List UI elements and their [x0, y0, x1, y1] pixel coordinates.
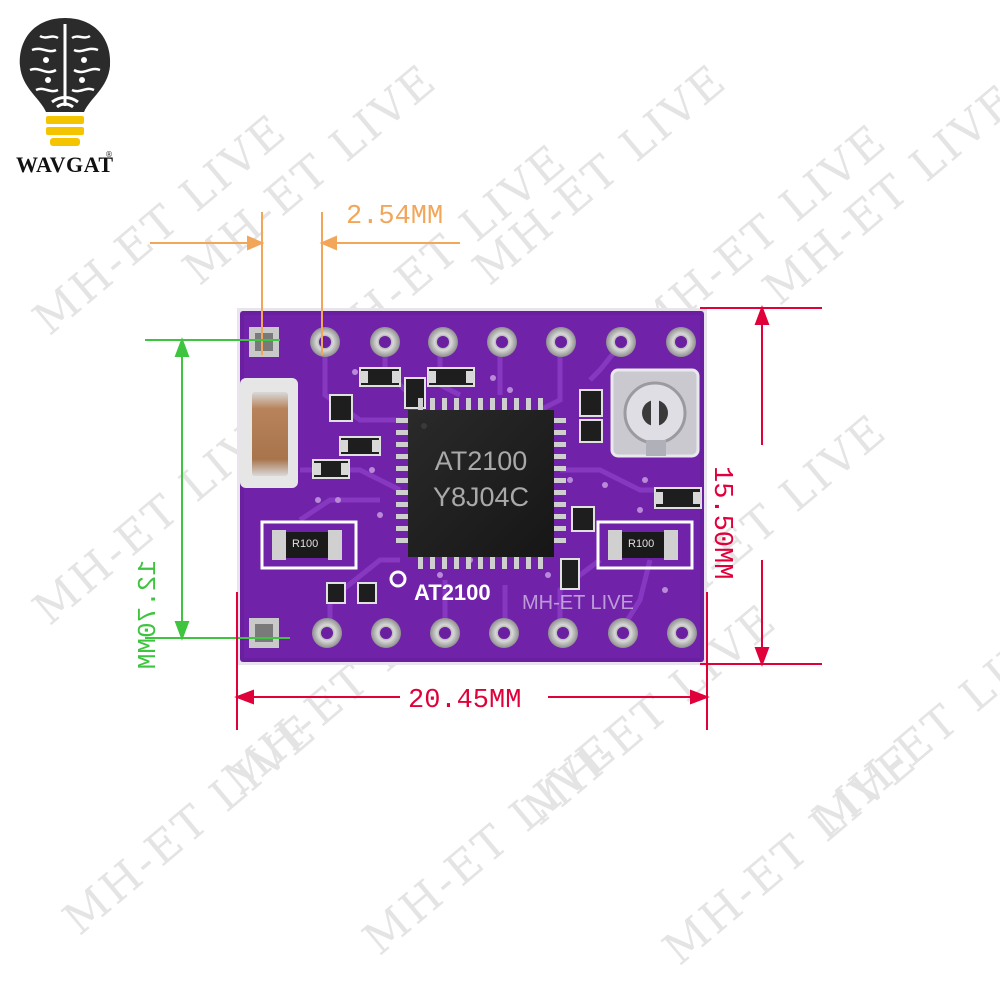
row-spacing-dimension: [145, 337, 290, 641]
registered-mark: ®: [105, 150, 113, 159]
bulb-brain-icon: [19, 18, 111, 146]
sense-resistor-right: [596, 520, 694, 570]
wavgat-logo: [10, 10, 120, 190]
board-silk-label: AT2100: [414, 580, 491, 605]
top-header-pins: [249, 327, 696, 357]
driver-ic: [408, 410, 554, 557]
smd-components: [312, 367, 702, 604]
resistor-label-left: R100: [292, 538, 319, 550]
board-width-label: 20.45MM: [408, 686, 522, 716]
bottom-header-pins: [249, 618, 697, 648]
potentiometer: [610, 368, 700, 458]
ic-marking-line2: Y8J04C: [432, 482, 530, 512]
left-capacitor: [240, 378, 298, 488]
row-spacing-label: 12.70MM: [133, 560, 163, 670]
pin-pitch-label: 2.54MM: [346, 202, 444, 232]
sense-resistor-left: [260, 520, 358, 570]
brand-name: WAVGAT: [16, 152, 114, 177]
board-silk-watermark: MH-ET LIVE: [522, 592, 634, 614]
board-height-label: 15.50MM: [706, 466, 736, 580]
pitch-dimension: [150, 212, 460, 355]
board-size-dimensions: [234, 305, 822, 730]
ic-pins: [396, 398, 566, 569]
ic-marking-line1: AT2100: [434, 446, 528, 476]
resistor-label-right: R100: [628, 538, 655, 550]
